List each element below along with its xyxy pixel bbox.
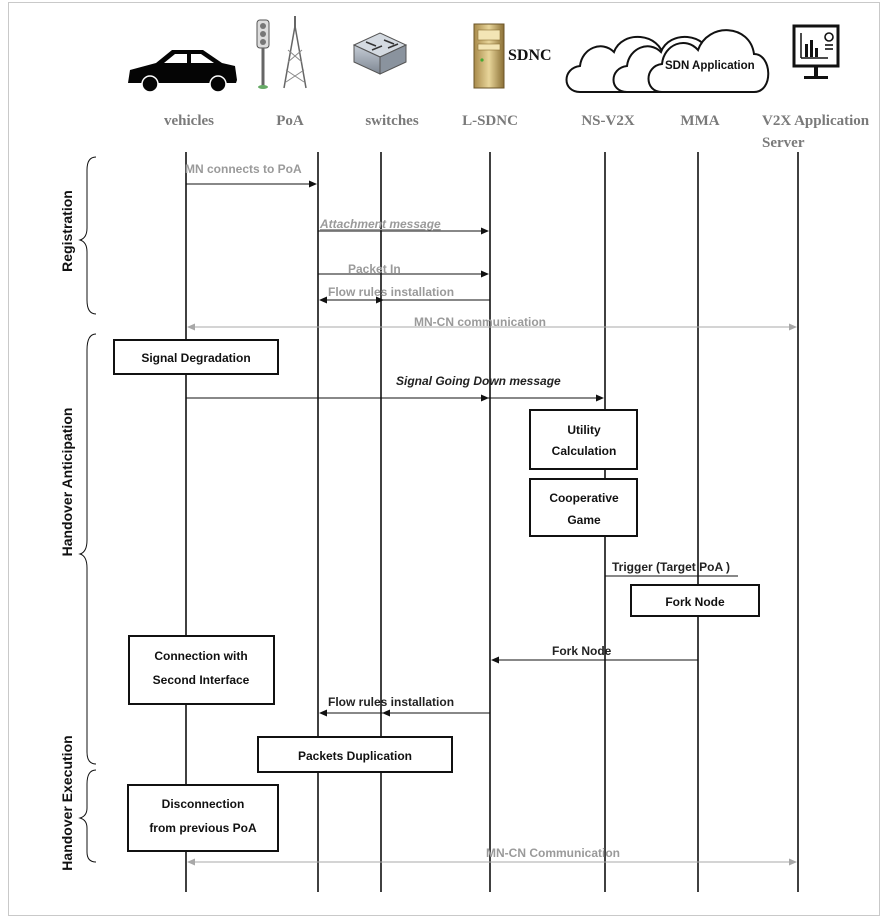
header-vehicles: vehicles bbox=[164, 113, 214, 129]
msg-mncn-2: MN-CN Communication bbox=[486, 846, 620, 860]
box-connection-text-1: Connection with bbox=[154, 649, 247, 663]
box-disconnection-text-1: Disconnection bbox=[162, 797, 245, 811]
msg-packet-in: Packet In bbox=[348, 262, 401, 276]
box-fork-node-text: Fork Node bbox=[665, 595, 725, 609]
msg-flow-rules-1: Flow rules installation bbox=[328, 285, 454, 299]
phase-handover-anticipation: Handover Anticipation bbox=[59, 408, 75, 557]
msg-attachment: Attachment message bbox=[319, 217, 441, 231]
box-packets-duplication bbox=[257, 736, 453, 773]
box-disconnection bbox=[127, 784, 279, 852]
box-cooperative-text-1: Cooperative bbox=[549, 491, 619, 505]
phase-registration: Registration bbox=[59, 190, 75, 272]
msg-signal-going-down: Signal Going Down message bbox=[396, 374, 561, 388]
msg-trigger: Trigger (Target PoA ) bbox=[612, 560, 730, 574]
msg-mncn-1: MN-CN communication bbox=[414, 315, 546, 329]
box-utility-text-2: Calculation bbox=[552, 444, 617, 458]
box-signal-degradation-text: Signal Degradation bbox=[141, 351, 250, 365]
box-disconnection-text-2: from previous PoA bbox=[149, 821, 257, 835]
header-mma: MMA bbox=[680, 113, 719, 129]
sdnc-label: SDNC bbox=[508, 47, 552, 64]
header-poa: PoA bbox=[276, 113, 304, 129]
box-connection-text-2: Second Interface bbox=[153, 673, 250, 687]
box-packets-duplication-text: Packets Duplication bbox=[298, 749, 412, 763]
monitor-chart-icon bbox=[792, 24, 840, 79]
sdn-application-label: SDN Application bbox=[665, 60, 755, 72]
header-nsv2x: NS-V2X bbox=[581, 113, 635, 129]
car-icon bbox=[128, 50, 237, 93]
header-switches: switches bbox=[365, 113, 418, 129]
box-utility-text-1: Utility bbox=[567, 423, 601, 437]
msg-mn-connects: MN connects to PoA bbox=[185, 162, 302, 176]
header-lsdnc: L-SDNC bbox=[462, 113, 518, 129]
box-utility-calculation bbox=[529, 409, 638, 470]
cloud-icon bbox=[565, 29, 770, 93]
msg-flow-rules-2: Flow rules installation bbox=[328, 695, 454, 709]
phase-braces bbox=[78, 156, 97, 863]
box-connection-second-interface bbox=[128, 635, 275, 705]
msg-fork-node: Fork Node bbox=[552, 644, 612, 658]
phase-handover-execution: Handover Execution bbox=[59, 735, 75, 870]
network-switch-icon bbox=[352, 32, 408, 75]
server-icon bbox=[473, 23, 505, 89]
box-cooperative-text-2: Game bbox=[567, 513, 601, 527]
box-fork-node bbox=[630, 584, 760, 617]
box-signal-degradation bbox=[113, 339, 279, 375]
box-cooperative-game bbox=[529, 478, 638, 537]
radio-tower-icon bbox=[256, 16, 307, 89]
